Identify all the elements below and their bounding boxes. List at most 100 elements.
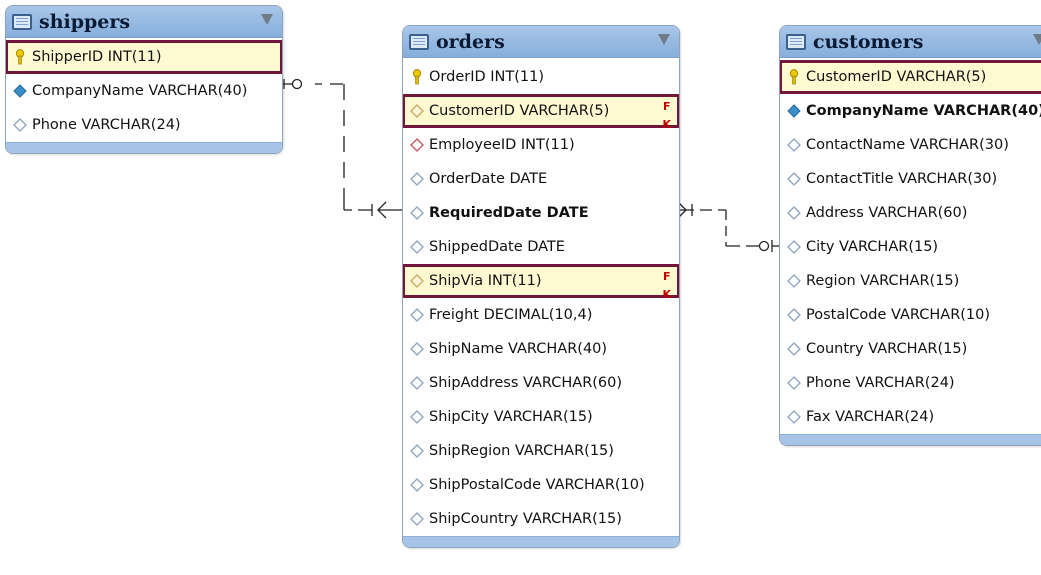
column-row[interactable]: CustomerID VARCHAR(5) [780, 60, 1041, 94]
column-row[interactable]: Phone VARCHAR(24) [6, 108, 282, 142]
column-row[interactable]: ShipAddress VARCHAR(60) [403, 366, 679, 400]
column-label: Region VARCHAR(15) [806, 273, 960, 289]
column-row[interactable]: RequiredDate DATE [403, 196, 679, 230]
column-row[interactable]: ShipPostalCode VARCHAR(10) [403, 468, 679, 502]
column-label: ShippedDate DATE [429, 239, 565, 255]
column-row[interactable]: Phone VARCHAR(24) [780, 366, 1041, 400]
fk-letter-k: K [662, 118, 671, 131]
diamond-icon [787, 171, 801, 187]
column-label: ContactTitle VARCHAR(30) [806, 171, 998, 187]
column-label: ShipPostalCode VARCHAR(10) [429, 477, 645, 493]
collapse-arrow-icon[interactable] [658, 34, 670, 45]
diamond-icon [410, 511, 424, 527]
column-label: Phone VARCHAR(24) [32, 117, 181, 133]
diamond-icon [13, 117, 27, 133]
column-label: Phone VARCHAR(24) [806, 375, 955, 391]
filled-diamond-icon [13, 83, 27, 99]
column-row[interactable]: ShipCountry VARCHAR(15) [403, 502, 679, 536]
table-orders[interactable]: orders OrderID INT(11) CustomerID VARCHAR… [402, 25, 680, 548]
diamond-icon [787, 341, 801, 357]
column-row[interactable]: ShipName VARCHAR(40) [403, 332, 679, 366]
column-label: ShipCountry VARCHAR(15) [429, 511, 622, 527]
collapse-arrow-icon[interactable] [1033, 34, 1041, 45]
fk-letter-f: F [662, 270, 671, 283]
column-list: CustomerID VARCHAR(5) CompanyName VARCHAR… [780, 58, 1041, 434]
key-icon [787, 69, 801, 85]
column-row[interactable]: ShipperID INT(11) [6, 40, 282, 74]
diamond-icon [410, 205, 424, 221]
table-icon [409, 33, 429, 50]
table-customers[interactable]: customers CustomerID VARCHAR(5) CompanyNa… [779, 25, 1041, 446]
column-row[interactable]: City VARCHAR(15) [780, 230, 1041, 264]
column-label: CompanyName VARCHAR(40) [806, 103, 1041, 119]
column-row[interactable]: OrderID INT(11) [403, 60, 679, 94]
column-label: PostalCode VARCHAR(10) [806, 307, 991, 323]
table-header-customers[interactable]: customers [780, 26, 1041, 58]
table-title: customers [813, 30, 924, 53]
filled-diamond-icon [787, 103, 801, 119]
column-row[interactable]: CompanyName VARCHAR(40) [780, 94, 1041, 128]
diamond-icon [410, 477, 424, 493]
column-label: ShipRegion VARCHAR(15) [429, 443, 614, 459]
table-footer [6, 142, 282, 153]
column-row[interactable]: OrderDate DATE [403, 162, 679, 196]
red-diamond-icon [410, 137, 424, 153]
column-row[interactable]: ContactTitle VARCHAR(30) [780, 162, 1041, 196]
column-label: CompanyName VARCHAR(40) [32, 83, 248, 99]
column-label: CustomerID VARCHAR(5) [806, 69, 987, 85]
fk-letter-f: F [662, 100, 671, 113]
column-row[interactable]: Fax VARCHAR(24) [780, 400, 1041, 434]
column-label: ShipVia INT(11) [429, 273, 542, 289]
table-title: shippers [39, 10, 131, 33]
column-row[interactable]: Region VARCHAR(15) [780, 264, 1041, 298]
table-header-shippers[interactable]: shippers [6, 6, 282, 38]
column-row[interactable]: EmployeeID INT(11) [403, 128, 679, 162]
table-icon [786, 33, 806, 50]
column-row[interactable]: Country VARCHAR(15) [780, 332, 1041, 366]
diamond-icon [787, 239, 801, 255]
table-icon [12, 13, 32, 30]
diamond-icon [410, 171, 424, 187]
diamond-icon [410, 341, 424, 357]
table-shippers[interactable]: shippers ShipperID INT(11) CompanyName VA… [5, 5, 283, 154]
column-label: Address VARCHAR(60) [806, 205, 968, 221]
column-list: ShipperID INT(11) CompanyName VARCHAR(40)… [6, 38, 282, 142]
diamond-icon [787, 307, 801, 323]
fk-diamond-icon [410, 103, 424, 119]
column-row[interactable]: ContactName VARCHAR(30) [780, 128, 1041, 162]
column-label: EmployeeID INT(11) [429, 137, 575, 153]
fk-letter-k: K [662, 288, 671, 301]
collapse-arrow-icon[interactable] [261, 14, 273, 25]
column-row[interactable]: Address VARCHAR(60) [780, 196, 1041, 230]
fk-diamond-icon [410, 273, 424, 289]
column-row[interactable]: ShipRegion VARCHAR(15) [403, 434, 679, 468]
column-label: OrderDate DATE [429, 171, 548, 187]
column-row[interactable]: PostalCode VARCHAR(10) [780, 298, 1041, 332]
column-label: OrderID INT(11) [429, 69, 545, 85]
diamond-icon [410, 443, 424, 459]
column-row[interactable]: ShipCity VARCHAR(15) [403, 400, 679, 434]
table-footer [403, 536, 679, 547]
table-title: orders [436, 30, 505, 53]
diamond-icon [787, 273, 801, 289]
diamond-icon [787, 205, 801, 221]
diamond-icon [410, 239, 424, 255]
column-label: ShipName VARCHAR(40) [429, 341, 608, 357]
column-row[interactable]: ShippedDate DATE [403, 230, 679, 264]
table-header-orders[interactable]: orders [403, 26, 679, 58]
column-row[interactable]: CompanyName VARCHAR(40) [6, 74, 282, 108]
diamond-icon [410, 375, 424, 391]
column-row[interactable]: Freight DECIMAL(10,4) [403, 298, 679, 332]
column-label: ShipperID INT(11) [32, 49, 162, 65]
diamond-icon [787, 409, 801, 425]
key-icon [410, 69, 424, 85]
key-icon [13, 49, 27, 65]
column-label: Fax VARCHAR(24) [806, 409, 935, 425]
column-label: CustomerID VARCHAR(5) [429, 103, 610, 119]
diamond-icon [787, 375, 801, 391]
column-label: ContactName VARCHAR(30) [806, 137, 1009, 153]
